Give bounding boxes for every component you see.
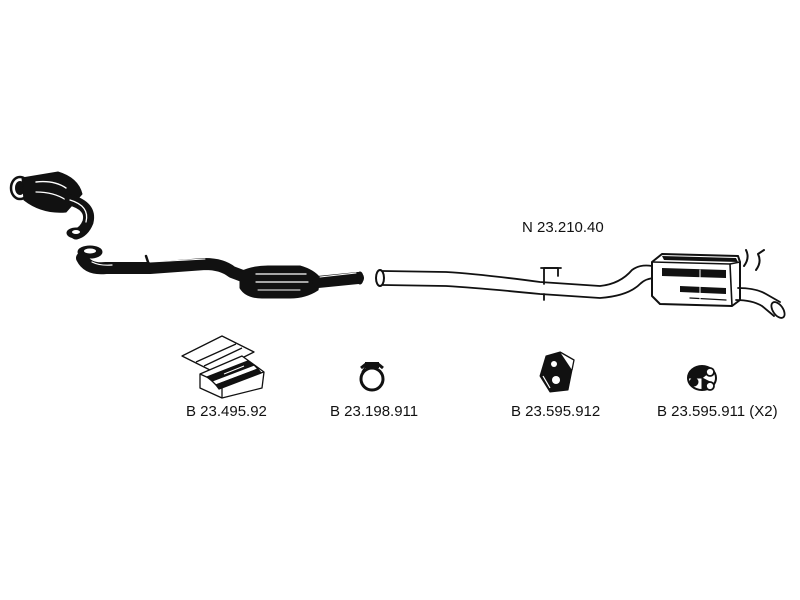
accessory-part-number: B 23.198.911 — [330, 403, 419, 420]
catalytic-converter-front-pipe-icon — [9, 171, 364, 299]
rear-silencer-pipe-icon — [375, 249, 786, 319]
rubber-hanger-bracket-icon — [539, 351, 575, 393]
main-part-number: N 23.210.40 — [522, 219, 604, 236]
accessory-part-number: B 23.595.911 (X2) — [657, 403, 778, 420]
accessory-part-number: B 23.495.92 — [186, 403, 267, 420]
mounting-kit-box-icon — [181, 335, 265, 399]
rubber-mount-ring-icon — [687, 365, 717, 391]
pipe-clamp-icon — [359, 362, 385, 392]
accessory-part-number: B 23.595.912 — [511, 403, 601, 420]
